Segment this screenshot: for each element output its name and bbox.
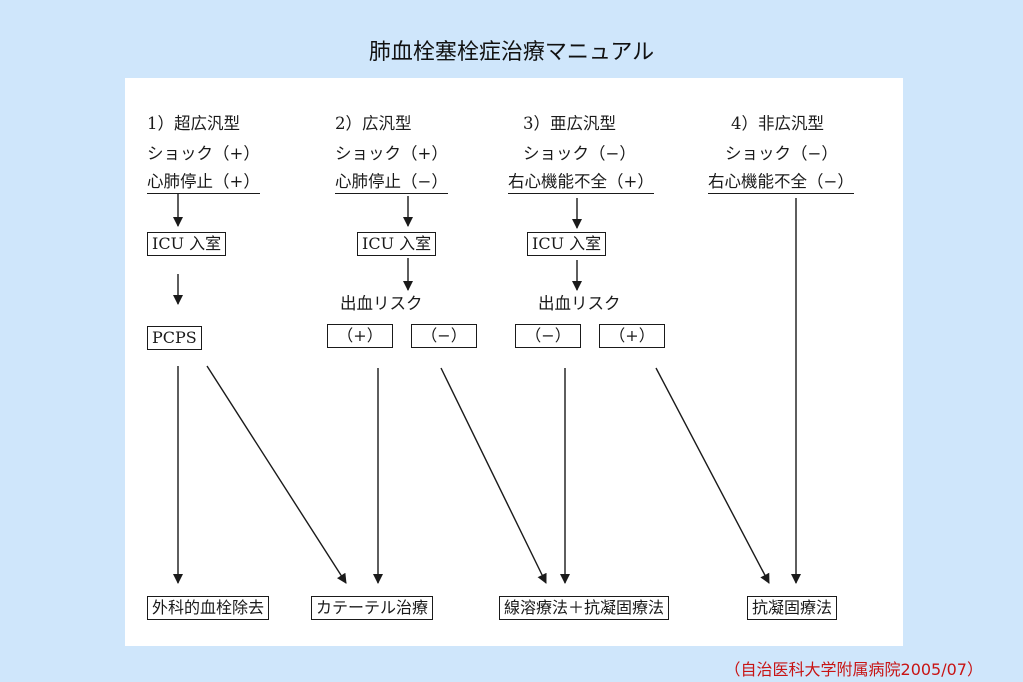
icu-box-2: ICU 入室 [357,232,437,256]
risk-plus-box-2: （+） [327,324,393,348]
col4-condition: 右心機能不全（−） [708,173,854,194]
page-title: 肺血栓塞栓症治療マニュアル [368,40,655,65]
col3-condition: 右心機能不全（+） [508,173,654,194]
bleeding-risk-label-3: 出血リスク [538,294,621,313]
risk-plus-box-3: （+） [599,324,665,348]
risk-minus-box-3: （−） [515,324,581,348]
col2-condition: 心肺停止（−） [335,173,448,194]
arrow-c2-minus-to-thrombolysis [440,367,547,584]
col1-shock: ショック（+） [147,144,260,163]
col3-heading: 3）亜広汎型 [523,114,616,133]
risk-minus-box-2: （−） [411,324,477,348]
col3-shock: ショック（−） [523,144,636,163]
col4-heading: 4）非広汎型 [731,114,824,133]
outcome-catheter: カテーテル治療 [311,596,434,620]
flowchart-panel: 1）超広汎型 ショック（+） 心肺停止（+） 2）広汎型 ショック（+） 心肺停… [125,78,903,646]
col2-heading: 2）広汎型 [335,114,412,133]
bleeding-risk-label-2: 出血リスク [340,294,423,313]
outcome-thrombolysis: 線溶療法＋抗凝固療法 [499,596,670,620]
flow-arrows [173,194,801,584]
outcome-surgery: 外科的血栓除去 [147,596,270,620]
icu-box-1: ICU 入室 [147,232,227,256]
col4-shock: ショック（−） [725,144,838,163]
source-citation: （自治医科大学附属病院2005/07） [724,660,983,679]
arrow-c3-plus-to-anticoag [655,367,770,584]
outcome-anticoag: 抗凝固療法 [747,596,838,620]
icu-box-3: ICU 入室 [527,232,607,256]
arrow-pcps-to-catheter [206,365,347,584]
col1-condition: 心肺停止（+） [147,173,260,194]
col2-shock: ショック（+） [335,144,448,163]
pcps-box: PCPS [147,326,202,350]
col1-heading: 1）超広汎型 [147,114,240,133]
